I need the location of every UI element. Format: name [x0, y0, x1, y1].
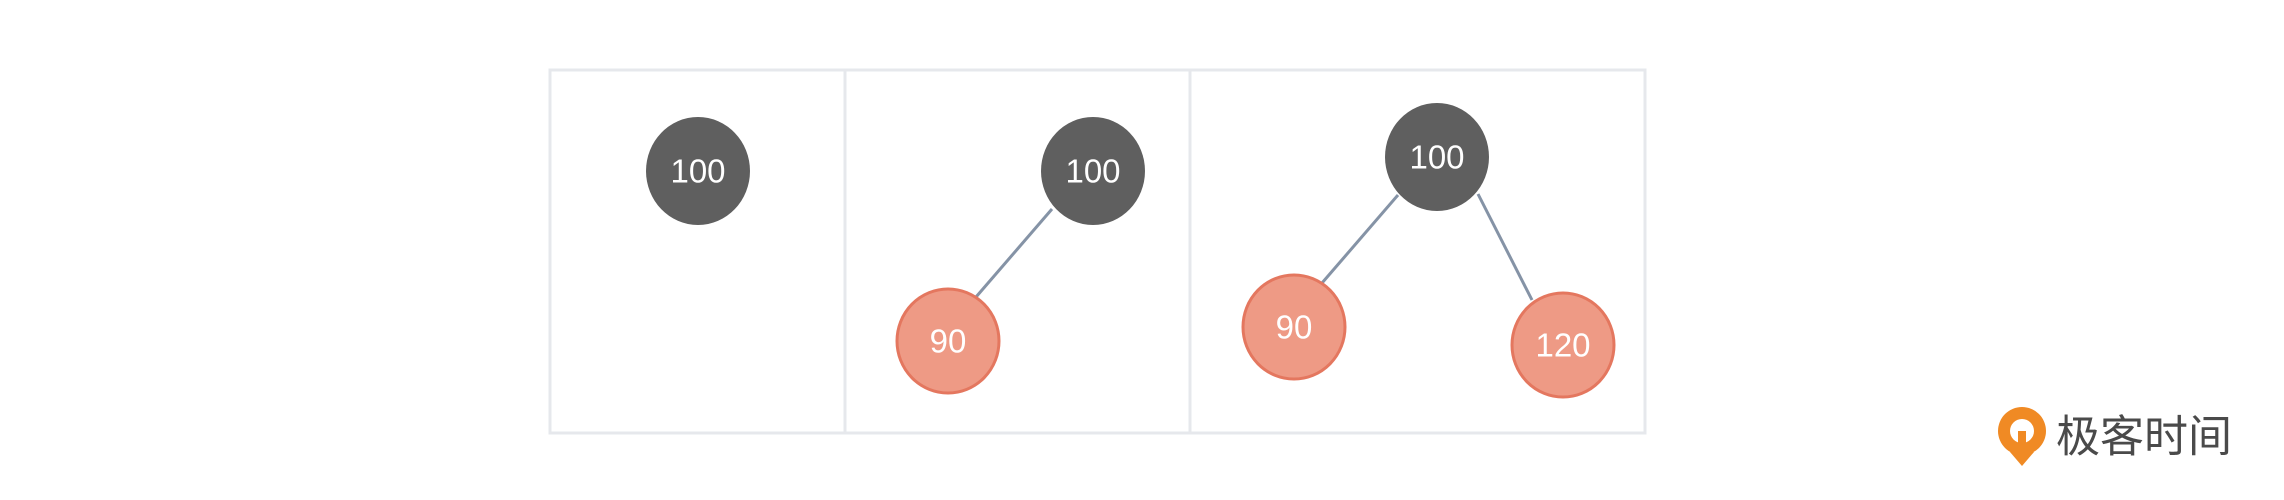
panel-outer-border: [548, 68, 1647, 435]
node-circle: [646, 117, 750, 225]
tree-node: 100: [646, 117, 750, 225]
panels-frame: [548, 68, 1647, 435]
tree-edge: [1476, 193, 1534, 301]
node-circle: [1241, 273, 1347, 381]
tree-node: 100: [1385, 103, 1489, 211]
panel-1: 100: [646, 117, 750, 225]
tree-node: 90: [895, 287, 1001, 395]
node-label: 100: [1065, 153, 1120, 190]
panel-3: 100 90 120: [1241, 103, 1616, 399]
tree-node: 120: [1510, 291, 1616, 399]
node-label: 100: [1409, 139, 1464, 176]
tree-node: 90: [1241, 273, 1347, 381]
tree-node: 100: [1041, 117, 1145, 225]
node-label: 100: [670, 153, 725, 190]
panel-2: 100 90: [895, 117, 1145, 395]
tree-edge: [974, 208, 1054, 298]
node-label: 90: [930, 323, 967, 360]
geektime-logo-icon: [1998, 407, 2046, 466]
node-circle: [895, 287, 1001, 395]
node-label: 120: [1535, 327, 1590, 364]
brand-name: 极客时间: [2056, 412, 2232, 463]
node-label: 90: [1276, 309, 1313, 346]
node-circle: [1385, 103, 1489, 211]
node-circle: [1510, 291, 1616, 399]
node-circle: [1041, 117, 1145, 225]
tree-edge: [1320, 194, 1400, 284]
brand-watermark: 极客时间: [1998, 407, 2232, 466]
